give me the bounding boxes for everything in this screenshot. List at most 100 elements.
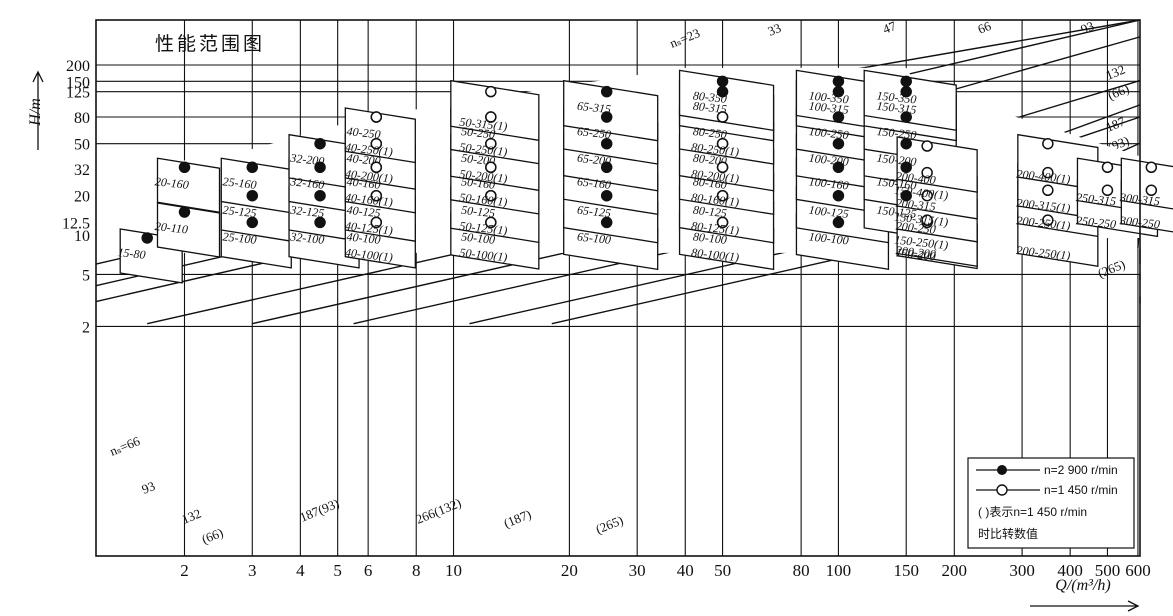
y-tick-125: 125 bbox=[66, 85, 90, 102]
data-point-hollow-200-250 bbox=[921, 189, 933, 202]
data-point-filled-25-160 bbox=[246, 161, 259, 174]
point-label-250-315-low: 250-315 bbox=[1075, 190, 1116, 208]
point-label-50-250: 50-250 bbox=[461, 124, 496, 141]
data-point-hollow-80-100-1 bbox=[716, 216, 729, 229]
y-tick-50: 50 bbox=[74, 137, 90, 154]
y-tick-80: 80 bbox=[74, 110, 90, 127]
data-point-filled-150-250 bbox=[900, 111, 912, 123]
point-label-80-100: 80-100 bbox=[692, 229, 727, 246]
data-point-hollow-200-315-1 bbox=[1042, 166, 1054, 179]
data-point-filled-32-160 bbox=[314, 161, 326, 174]
x-tick-40: 40 bbox=[677, 561, 694, 580]
point-label-200-250-low: 200-250 bbox=[895, 219, 936, 237]
x-tick-150: 150 bbox=[893, 561, 919, 580]
data-point-hollow-40-160-1 bbox=[370, 161, 383, 174]
x-tick-500: 500 bbox=[1095, 561, 1121, 580]
x-tick-5: 5 bbox=[333, 561, 342, 580]
y-tick-10: 10 bbox=[74, 228, 90, 245]
point-label-200-250-1-low: 200-250(1) bbox=[1016, 213, 1071, 233]
y-tick-12-5: 12.5 bbox=[62, 215, 90, 232]
point-label-65-125: 65-125 bbox=[576, 203, 611, 220]
data-point-hollow-300-315 bbox=[1145, 161, 1158, 174]
point-label-50-160: 50-160 bbox=[461, 174, 496, 191]
point-label-65-100: 65-100 bbox=[576, 229, 611, 246]
point-label-15-80: 15-80 bbox=[117, 245, 146, 262]
legend-label-hollow: n=1 450 r/min bbox=[1044, 483, 1118, 497]
point-label-80-160: 80-160 bbox=[692, 174, 727, 191]
data-point-hollow-50-125-1 bbox=[485, 189, 497, 202]
point-label-50-100: 50-100 bbox=[461, 229, 496, 246]
point-label-150-125: 150-125 bbox=[876, 203, 917, 221]
data-point-filled-150-125 bbox=[900, 189, 912, 202]
ns-label-right-1: 132 bbox=[1104, 62, 1128, 83]
point-label-50-250-1-low: 50-250(1) bbox=[459, 140, 508, 159]
ns-label-right-3: 187 bbox=[1104, 113, 1128, 134]
data-point-hollow-200-200 bbox=[921, 214, 933, 226]
x-tick-10: 10 bbox=[445, 561, 462, 580]
legend-box bbox=[967, 457, 1135, 549]
pump-card-0-14 bbox=[344, 107, 416, 164]
data-point-hollow-50-160-1 bbox=[485, 161, 497, 174]
y-axis-label: H/m bbox=[27, 98, 44, 127]
x-tick-30: 30 bbox=[629, 561, 646, 580]
data-point-filled-100-160 bbox=[832, 161, 845, 174]
data-point-filled-65-250 bbox=[600, 111, 613, 123]
pump-card-0-32 bbox=[678, 69, 775, 132]
pump-card-1-31 bbox=[1120, 157, 1173, 210]
data-point-hollow-40-100-1 bbox=[370, 216, 383, 229]
legend-note-line2: 时比转数值 bbox=[978, 526, 1038, 541]
point-label-40-125: 40-125 bbox=[346, 203, 381, 220]
y-tick-150: 150 bbox=[66, 74, 90, 91]
data-point-hollow-80-125-1 bbox=[716, 189, 729, 202]
point-label-40-100-1-low: 40-100(1) bbox=[344, 245, 393, 264]
point-label-80-200-1-low: 80-200(1) bbox=[691, 167, 740, 186]
x-tick-6: 6 bbox=[364, 561, 373, 580]
point-label-250-250-low: 250-250 bbox=[1075, 213, 1116, 231]
data-point-hollow-300-250 bbox=[1145, 184, 1158, 197]
data-point-hollow-250-250 bbox=[1101, 184, 1114, 197]
ns-label-bottom-2: 93 bbox=[140, 478, 158, 497]
chart-title: 性能范围图 bbox=[155, 33, 265, 55]
point-label-100-160: 100-160 bbox=[808, 174, 849, 192]
point-label-100-250: 100-250 bbox=[808, 124, 849, 142]
point-label-150-200: 150-200 bbox=[876, 151, 917, 169]
point-label-65-160: 65-160 bbox=[576, 174, 611, 191]
data-point-hollow-40-200-1 bbox=[370, 137, 383, 150]
point-label-50-125-1-low: 50-125(1) bbox=[459, 219, 508, 238]
data-point-hollow-80-160-1 bbox=[716, 161, 729, 174]
data-point-filled-150-200 bbox=[900, 137, 912, 150]
data-point-hollow-50-315-1 bbox=[485, 85, 497, 98]
point-label-80-250-1-low: 80-250(1) bbox=[691, 140, 740, 159]
point-label-150-250: 150-250 bbox=[876, 124, 917, 142]
pump-card-0-25 bbox=[563, 79, 659, 142]
point-label-80-315: 80-315 bbox=[692, 99, 727, 116]
ns-label-top-4: 66 bbox=[976, 18, 994, 37]
point-label-20-110: 20-110 bbox=[154, 219, 188, 236]
point-label-100-100: 100-100 bbox=[808, 229, 849, 247]
x-tick-50: 50 bbox=[714, 561, 731, 580]
data-point-hollow-80-250-1 bbox=[716, 111, 729, 123]
data-point-filled-100-200 bbox=[832, 137, 845, 150]
point-label-40-200-1-low: 40-200(1) bbox=[344, 167, 393, 186]
data-point-filled-65-160 bbox=[600, 161, 613, 174]
point-label-40-250-1-low: 40-250(1) bbox=[344, 140, 393, 159]
data-point-filled-100-350 bbox=[832, 75, 845, 88]
point-label-50-100-1-low: 50-100(1) bbox=[459, 245, 508, 264]
data-point-hollow-80-200-1 bbox=[716, 137, 729, 150]
data-point-filled-100-125 bbox=[832, 189, 845, 202]
point-label-65-250: 65-250 bbox=[576, 124, 611, 141]
x-tick-80: 80 bbox=[793, 561, 810, 580]
point-label-40-125-1-low: 40-125(1) bbox=[344, 219, 393, 238]
x-axis-label: Q/(m³/h) bbox=[1055, 577, 1110, 594]
data-point-hollow-50-200-1 bbox=[485, 137, 497, 150]
point-label-150-250-1-low: 150-250(1) bbox=[894, 233, 949, 253]
ns-label-top-3: 47 bbox=[881, 18, 899, 37]
plot-frame-rect bbox=[95, 19, 1141, 557]
data-point-filled-25-100 bbox=[246, 216, 259, 229]
x-tick-4: 4 bbox=[296, 561, 305, 580]
data-point-filled-150-160 bbox=[900, 161, 912, 174]
point-label-32-200: 32-200 bbox=[289, 151, 325, 169]
data-point-hollow-200-315 bbox=[921, 166, 933, 179]
